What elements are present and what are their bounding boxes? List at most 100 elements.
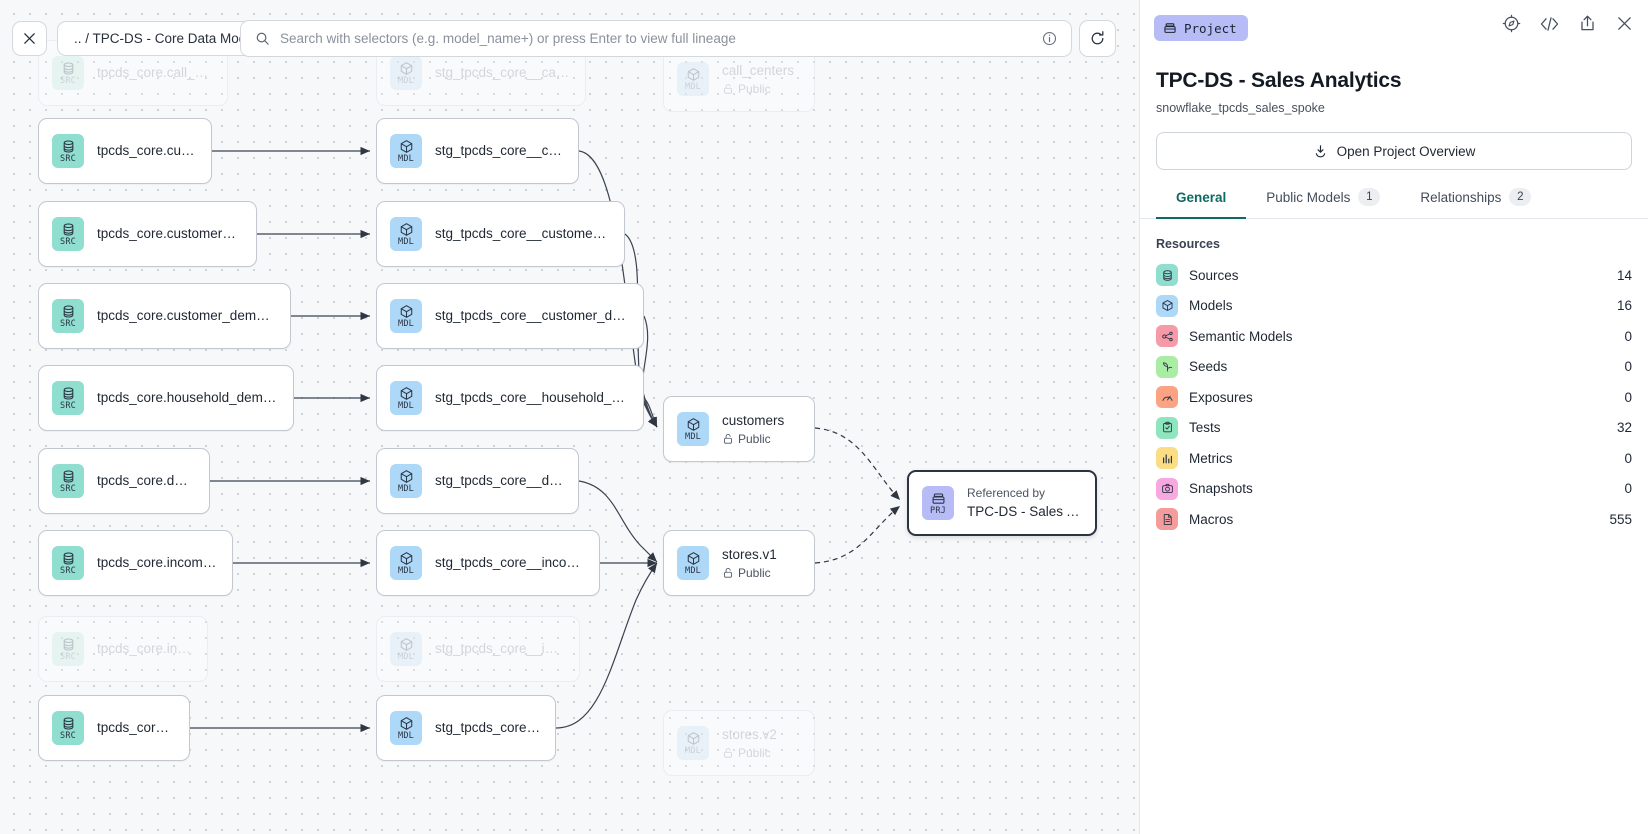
database-icon: SRC — [52, 546, 84, 580]
cube-icon: MDL — [390, 217, 422, 251]
node-kind-label: SRC — [60, 236, 76, 247]
lineage-node[interactable]: SRC tpcds_core.customer_address — [38, 201, 257, 267]
node-visibility: Public — [722, 432, 784, 446]
node-kind-label: SRC — [60, 400, 76, 411]
lineage-node[interactable]: MDL stg_tpcds_core__customer_demogra… — [376, 283, 644, 349]
database-icon: SRC — [52, 217, 84, 251]
node-kind-label: MDL — [398, 153, 414, 164]
chip-label: Project — [1184, 20, 1237, 36]
code-brackets-icon[interactable] — [1539, 15, 1560, 33]
lineage-node[interactable]: SRC tpcds_core.date_dim — [38, 448, 210, 514]
node-kind-label: MDL — [685, 431, 701, 442]
lineage-node[interactable]: MDL call_centers Public — [663, 46, 815, 112]
refresh-icon — [1091, 31, 1104, 45]
node-title: tpcds_core.date_dim — [97, 473, 195, 488]
lineage-node[interactable]: MDL stg_tpcds_core__store — [376, 695, 556, 761]
open-project-overview-button[interactable]: Open Project Overview — [1156, 132, 1632, 170]
search-input[interactable] — [280, 31, 1032, 46]
lineage-node[interactable]: MDL stores.v1 Public — [663, 530, 815, 596]
node-title: tpcds_core.household_demographics — [97, 390, 279, 405]
resource-label: Exposures — [1189, 389, 1253, 405]
resources-heading: Resources — [1156, 237, 1220, 251]
referenced-by-node[interactable]: PRJ Referenced by TPC-DS - Sales Analyti… — [907, 470, 1097, 536]
database-icon: SRC — [52, 711, 84, 745]
tab-general[interactable]: General — [1156, 188, 1247, 219]
resource-row-exposures[interactable]: Exposures 0 — [1156, 382, 1632, 413]
node-kind-label: MDL — [398, 75, 414, 86]
breadcrumb[interactable]: .. / TPC-DS - Core Data Models — [57, 21, 281, 56]
node-kind-label: SRC — [60, 565, 76, 576]
overview-button-label: Open Project Overview — [1336, 143, 1476, 159]
close-lineage-button[interactable] — [12, 21, 47, 56]
node-visibility: Public — [722, 566, 777, 580]
node-kind-label: SRC — [60, 651, 76, 662]
resource-label: Seeds — [1189, 359, 1228, 375]
node-visibility: Public — [722, 746, 777, 760]
download-overview-icon — [1315, 144, 1325, 157]
resource-row-snapshots[interactable]: Snapshots 0 — [1156, 474, 1632, 505]
node-title: stg_tpcds_core__customer_address — [435, 226, 610, 241]
lineage-node[interactable]: SRC tpcds_core.income_band — [38, 530, 233, 596]
compass-icon[interactable] — [1502, 14, 1521, 33]
info-circle-icon[interactable] — [1042, 31, 1057, 46]
resource-value: 0 — [1624, 328, 1632, 344]
cube-icon: MDL — [390, 56, 422, 90]
resource-value: 0 — [1624, 389, 1632, 405]
resource-row-tests[interactable]: Tests 32 — [1156, 413, 1632, 444]
resource-row-sources[interactable]: Sources 14 — [1156, 260, 1632, 291]
search-bar[interactable] — [240, 20, 1072, 57]
gauge-icon — [1156, 386, 1178, 409]
lineage-node[interactable]: SRC tpcds_core.customer — [38, 118, 212, 184]
cube-icon: MDL — [390, 546, 422, 580]
resource-row-metrics[interactable]: Metrics 0 — [1156, 443, 1632, 474]
node-title: tpcds_core.customer — [97, 143, 197, 158]
lineage-node[interactable]: SRC tpcds_core.store — [38, 695, 190, 761]
node-kind-label: MDL — [685, 565, 701, 576]
resources-list: Sources 14 Models 16 Semantic Models 0 S… — [1156, 260, 1632, 535]
search-icon — [256, 32, 269, 45]
node-title: stg_tpcds_core__customer — [435, 143, 564, 158]
node-title: tpcds_core.store — [97, 720, 175, 735]
lineage-toolbar: .. / TPC-DS - Core Data Models — [0, 0, 1139, 76]
resource-label: Models — [1189, 298, 1233, 314]
lineage-node[interactable]: MDL stg_tpcds_core__customer_address — [376, 201, 625, 267]
lineage-node[interactable]: MDL customers Public — [663, 396, 815, 462]
tab-count: 2 — [1509, 188, 1532, 206]
lineage-node[interactable]: MDL stg_tpcds_core__inventory — [376, 616, 580, 682]
node-kind-label: SRC — [60, 730, 76, 741]
database-icon — [1156, 264, 1178, 287]
lineage-node[interactable]: MDL stg_tpcds_core__customer — [376, 118, 579, 184]
refresh-button[interactable] — [1079, 20, 1116, 57]
resource-row-models[interactable]: Models 16 — [1156, 291, 1632, 322]
document-icon — [1156, 508, 1178, 531]
close-icon[interactable] — [1615, 14, 1634, 33]
node-kind-label: MDL — [685, 745, 701, 756]
lineage-node[interactable]: MDL stg_tpcds_core__income_band — [376, 530, 600, 596]
lineage-node[interactable]: SRC tpcds_core.customer_demographics — [38, 283, 291, 349]
database-icon: SRC — [52, 299, 84, 333]
lineage-node[interactable]: MDL stg_tpcds_core__date_dim — [376, 448, 579, 514]
resource-value: 14 — [1616, 267, 1632, 283]
clipboard-check-icon — [1156, 416, 1178, 439]
resource-row-seeds[interactable]: Seeds 0 — [1156, 352, 1632, 383]
cube-icon: MDL — [677, 62, 709, 96]
resource-row-macros[interactable]: Macros 555 — [1156, 504, 1632, 535]
lineage-canvas[interactable]: SRC tpcds_core.call_center MDL stg_tpcds… — [0, 0, 1139, 834]
cube-icon: MDL — [390, 464, 422, 498]
resource-type-chip: Project — [1154, 15, 1248, 41]
node-visibility-label: Public — [738, 431, 771, 446]
node-kind-label: MDL — [685, 81, 701, 92]
node-title: stg_tpcds_core__household_demogr… — [435, 390, 629, 405]
lineage-node[interactable]: SRC tpcds_core.inventory — [38, 616, 208, 682]
lineage-node[interactable]: MDL stg_tpcds_core__household_demogr… — [376, 365, 644, 431]
lineage-node[interactable]: MDL stores.v2 Public — [663, 710, 815, 776]
share-icon[interactable] — [1578, 14, 1597, 33]
resource-row-semantic-models[interactable]: Semantic Models 0 — [1156, 321, 1632, 352]
lineage-node[interactable]: SRC tpcds_core.household_demographics — [38, 365, 294, 431]
page-title: TPC-DS - Sales Analytics — [1156, 69, 1402, 92]
cube-icon: MDL — [677, 412, 709, 446]
